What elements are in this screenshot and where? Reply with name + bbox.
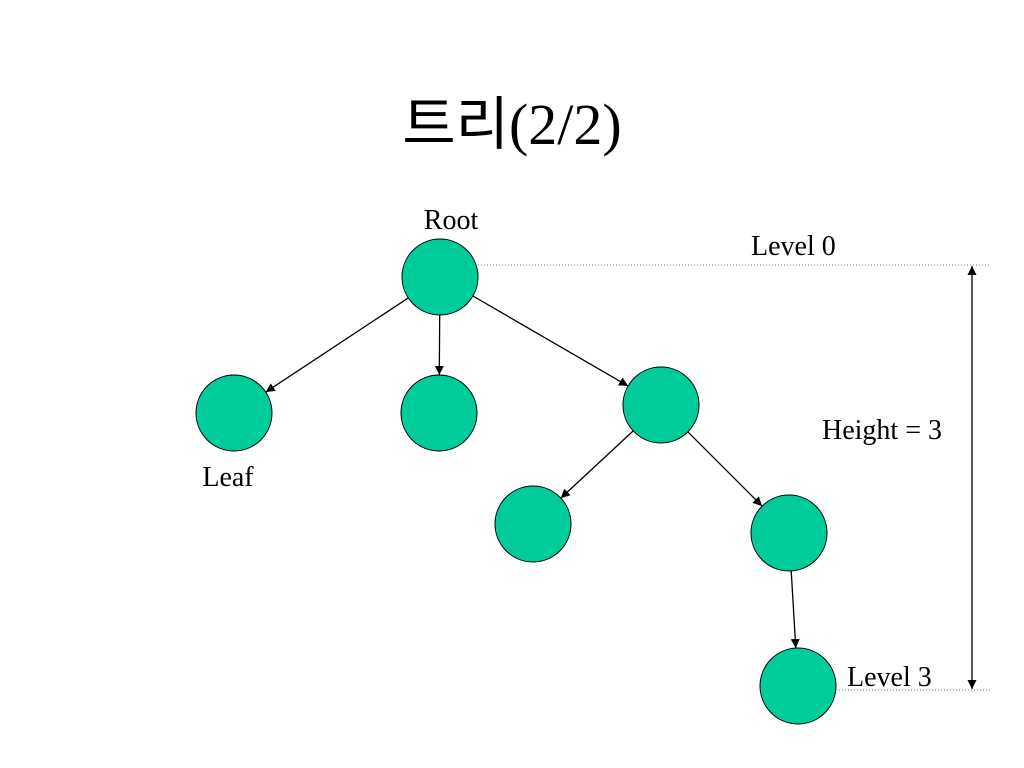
node-child-right [622, 366, 700, 444]
leaf-label: Leaf [202, 462, 254, 493]
edge-grandchild-right-to-great-grandchild [790, 570, 800, 649]
slide-title: 트리(2/2) [402, 92, 622, 157]
node-grandchild-right [750, 494, 828, 572]
edge-root-to-leaf [265, 297, 409, 393]
height-label: Height = 3 [822, 415, 942, 446]
node-leaf [195, 374, 273, 452]
node-root [401, 238, 479, 316]
edge-child-right-to-grandchild-left [560, 430, 634, 499]
edge-root-to-child-right [472, 295, 629, 387]
node-great-grandchild [759, 647, 837, 725]
edge-child-right-to-grandchild-right [687, 431, 763, 507]
node-grandchild-left [494, 485, 572, 563]
root-label: Root [424, 205, 479, 236]
node-child-middle [400, 374, 478, 452]
level-0-label: Level 0 [751, 231, 836, 262]
edges [265, 295, 800, 649]
level-3-label: Level 3 [847, 662, 932, 693]
nodes [195, 238, 837, 725]
